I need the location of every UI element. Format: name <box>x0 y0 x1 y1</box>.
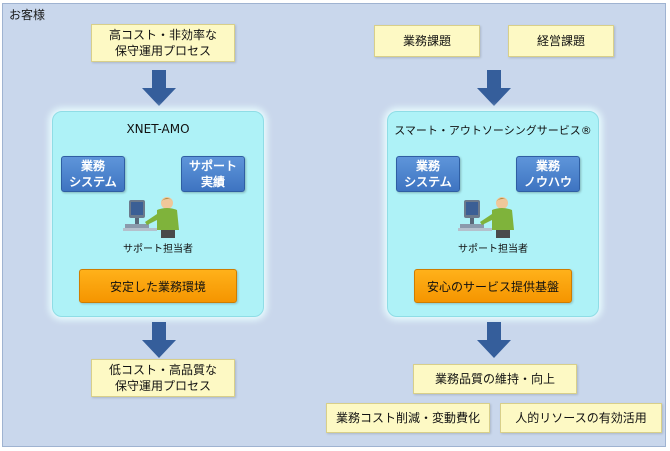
left-business-system-block: 業務 システム <box>61 156 125 192</box>
right-bottom-note-quality: 業務品質の維持・向上 <box>413 364 577 394</box>
right-down-arrow-top <box>477 70 511 106</box>
right-bottom-note-cost: 業務コスト削減・変動費化 <box>326 403 490 433</box>
left-panel-title: XNET-AMO <box>126 122 190 136</box>
customer-label: お客様 <box>9 8 46 22</box>
right-down-arrow-bottom <box>477 322 511 358</box>
right-panel-title: スマート・アウトソーシングサービス® <box>394 124 592 137</box>
left-down-arrow-top <box>142 70 176 106</box>
left-bottom-note: 低コスト・高品質な 保守運用プロセス <box>91 359 235 397</box>
right-support-staff-icon <box>458 197 514 238</box>
left-foundation-block: 安定した業務環境 <box>79 269 237 303</box>
right-business-system-block: 業務 システム <box>396 156 460 192</box>
right-top-note-management: 経営課題 <box>508 25 614 57</box>
left-down-arrow-bottom <box>142 322 176 358</box>
right-business-knowhow-block: 業務 ノウハウ <box>516 156 580 192</box>
right-foundation-block: 安心のサービス提供基盤 <box>414 269 572 303</box>
left-support-staff-icon <box>123 197 179 238</box>
left-panel: XNET-AMO 業務 システム サポート 実績 サポート担当者 安定した業務環… <box>52 111 264 317</box>
left-support-record-block: サポート 実績 <box>181 156 245 192</box>
right-bottom-note-resource: 人的リソースの有効活用 <box>500 403 662 433</box>
right-top-note-business: 業務課題 <box>374 25 480 57</box>
right-support-staff-caption: サポート担当者 <box>458 244 528 255</box>
left-support-staff-caption: サポート担当者 <box>123 244 193 255</box>
right-panel: スマート・アウトソーシングサービス® 業務 システム 業務 ノウハウ サポート担… <box>387 111 599 317</box>
left-top-note: 高コスト・非効率な 保守運用プロセス <box>91 24 235 62</box>
